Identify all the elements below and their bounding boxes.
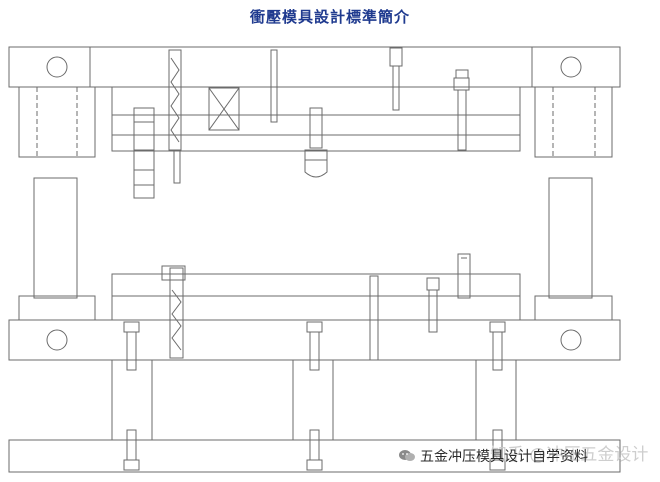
die-plate <box>111 273 521 297</box>
guide-pillars <box>33 177 593 299</box>
bottom-plate <box>8 439 621 473</box>
watermark-ghost-text: 知乎 @冲压五金设计 <box>490 445 649 465</box>
lower-die <box>8 253 621 473</box>
upper-backing-plate <box>111 86 521 136</box>
watermark: 五金冲压模具设计自学资料 <box>398 446 588 466</box>
upper-right-bolt-hole <box>560 56 582 78</box>
diagram-title: 衝壓模具設計標準簡介 <box>249 8 410 26</box>
center-parallel <box>292 359 334 441</box>
bottom-screw-left <box>126 429 137 461</box>
lower-right-stripper <box>457 253 471 299</box>
lower-right-pin <box>426 277 440 291</box>
wechat-icon <box>398 449 416 463</box>
shoe-screw-center <box>306 321 323 333</box>
lower-left-bolt-hole <box>46 329 68 351</box>
center-punch <box>309 107 323 149</box>
stripper-plate <box>111 134 521 152</box>
upper-insert-block <box>208 87 240 131</box>
upper-clamp-plate <box>8 46 621 88</box>
right-parallel <box>475 359 517 441</box>
lower-die-shoe <box>8 319 621 361</box>
right-guide-pillar <box>548 177 593 299</box>
upper-die <box>8 46 621 199</box>
upper-left-bolt-hole <box>46 56 68 78</box>
watermark-account-name: 五金冲压模具设计自学资料 <box>420 449 588 465</box>
upper-left-bushing <box>18 86 96 158</box>
upper-lifter-block <box>133 107 155 199</box>
lower-lifter-pin <box>169 267 184 359</box>
upper-right-bushing <box>534 86 613 158</box>
shoe-screw-left <box>123 321 140 333</box>
upper-right-stripper-bolt <box>453 77 470 91</box>
bottom-screw-center <box>309 429 320 461</box>
left-guide-pillar <box>33 177 78 299</box>
lower-left-boss <box>18 295 96 321</box>
left-parallel <box>111 359 153 441</box>
lower-center-rod <box>369 275 379 361</box>
upper-pin-1 <box>270 49 278 123</box>
lower-right-boss <box>534 295 613 321</box>
lower-right-bolt-hole <box>560 329 582 351</box>
shoe-screw-right <box>489 321 506 333</box>
punch-plate <box>111 114 521 136</box>
upper-screw-center <box>389 47 403 67</box>
